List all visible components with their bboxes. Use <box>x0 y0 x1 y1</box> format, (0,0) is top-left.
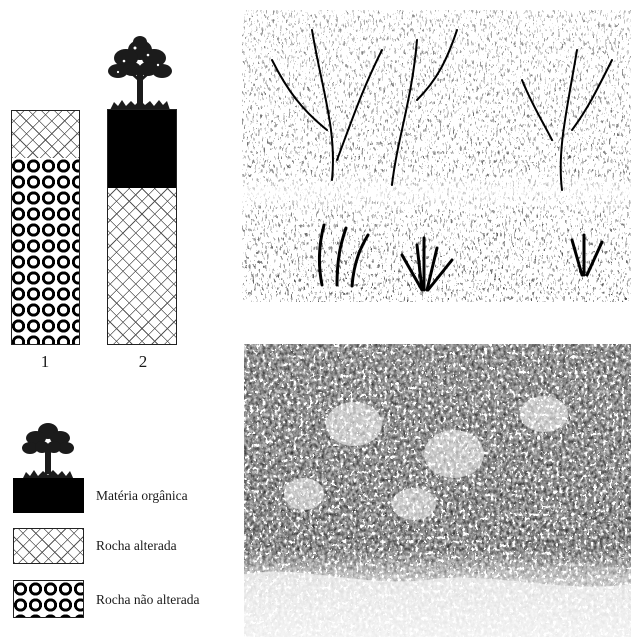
soil-column-2 <box>107 109 177 345</box>
column-2-number: 2 <box>128 352 158 372</box>
layer-materia-organica <box>108 110 176 188</box>
column-1-number: 1 <box>30 352 60 372</box>
photo-forest <box>244 344 631 637</box>
soil-column-1 <box>11 110 80 345</box>
legend-label-rocha-nao-alterada: Rocha não alterada <box>96 592 199 608</box>
tree-icon <box>18 418 78 480</box>
layer-rocha-alterada <box>108 188 176 345</box>
legend-label-materia-organica: Matéria orgânica <box>96 488 188 504</box>
photo-caatinga <box>242 10 631 302</box>
tree-icon <box>104 34 176 112</box>
legend-swatch-materia-organica <box>13 478 84 513</box>
layer-rocha-alterada <box>12 111 79 159</box>
legend-swatch-rocha-nao-alterada <box>13 580 84 618</box>
layer-rocha-nao-alterada <box>12 158 79 345</box>
legend-label-rocha-alterada: Rocha alterada <box>96 538 177 554</box>
legend-swatch-rocha-alterada <box>13 528 84 564</box>
